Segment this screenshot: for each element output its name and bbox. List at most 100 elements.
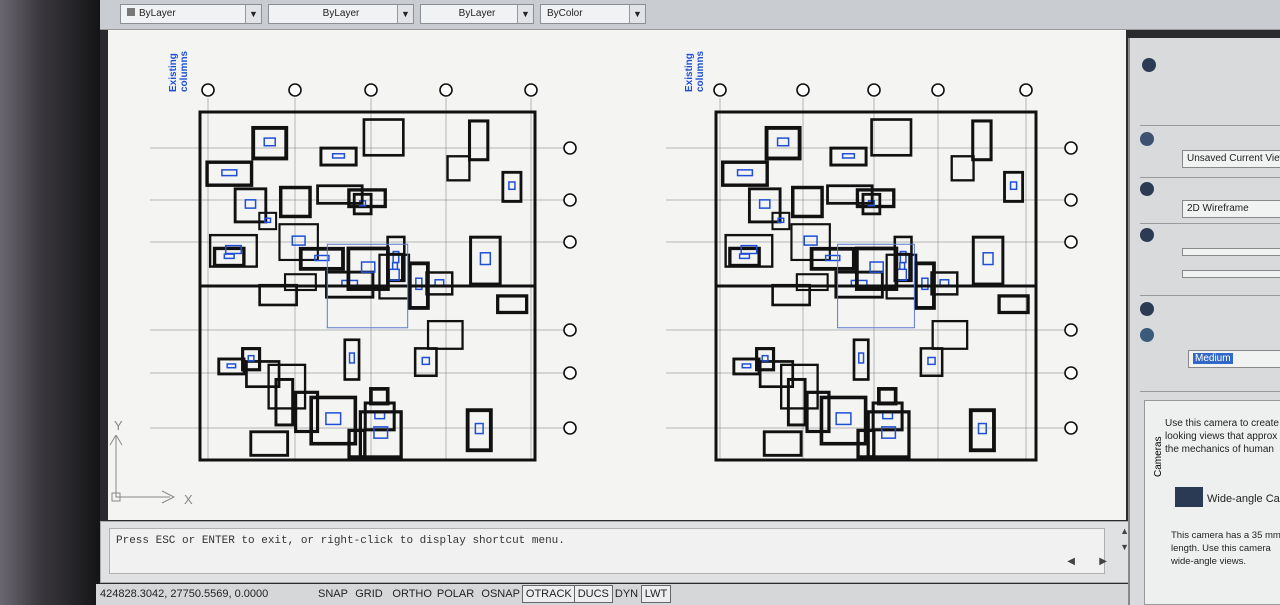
furniture bbox=[869, 261, 884, 273]
ucs-x-label: X bbox=[184, 492, 193, 507]
wall bbox=[267, 363, 307, 410]
existing-columns-label-left: Existing columns bbox=[168, 50, 190, 92]
wall bbox=[968, 408, 996, 453]
linetype-value: ByLayer bbox=[322, 8, 360, 19]
chevron-down-icon: ▼ bbox=[629, 5, 645, 23]
wall bbox=[826, 184, 874, 205]
wall bbox=[771, 283, 811, 307]
row-grid-bubble bbox=[563, 141, 577, 155]
status-toggle-ducs[interactable]: DUCS bbox=[573, 585, 613, 603]
named-view-dropdown[interactable]: Unsaved Current View bbox=[1182, 150, 1280, 168]
existing-columns-label-right: Existing columns bbox=[684, 50, 706, 92]
wall bbox=[496, 294, 529, 315]
wall bbox=[930, 271, 959, 296]
furniture bbox=[841, 152, 856, 159]
color-swatch-icon bbox=[127, 8, 135, 16]
wall bbox=[871, 401, 904, 432]
light-slider-1[interactable] bbox=[1182, 248, 1280, 256]
wall bbox=[728, 246, 761, 268]
furniture bbox=[777, 217, 785, 224]
chevron-down-icon: ▼ bbox=[245, 5, 261, 23]
wall bbox=[205, 160, 254, 187]
furniture bbox=[415, 277, 423, 291]
furniture bbox=[982, 252, 994, 266]
wall bbox=[931, 319, 969, 350]
status-toggle-otrack[interactable]: OTRACK bbox=[521, 585, 576, 603]
furniture bbox=[927, 356, 936, 366]
status-toggle-osnap[interactable]: OSNAP bbox=[481, 588, 520, 600]
lineweight-value: ByLayer bbox=[458, 8, 496, 19]
wall bbox=[251, 125, 289, 161]
furniture bbox=[921, 277, 929, 291]
drawing-canvas[interactable]: Existing columns Existing columns Y X bbox=[108, 30, 1126, 520]
wall bbox=[294, 390, 320, 434]
wall bbox=[764, 125, 802, 161]
wall bbox=[971, 235, 1005, 286]
status-toggle-lwt[interactable]: LWT bbox=[640, 585, 672, 603]
camera-description: Use this camera to create looking views … bbox=[1165, 418, 1279, 455]
color-dropdown[interactable]: ByLayer▼ bbox=[120, 4, 262, 24]
wall bbox=[866, 410, 911, 459]
furniture bbox=[224, 244, 242, 255]
wall bbox=[732, 357, 761, 376]
wall bbox=[278, 223, 319, 262]
status-toggle-polar[interactable]: POLAR bbox=[436, 588, 475, 600]
furniture bbox=[508, 181, 516, 191]
wall bbox=[446, 155, 471, 182]
plotstyle-dropdown[interactable]: ByColor▼ bbox=[540, 4, 646, 24]
furniture bbox=[803, 235, 818, 246]
3d-make-icon bbox=[1142, 58, 1156, 72]
wall bbox=[855, 188, 896, 209]
light-slider-2[interactable] bbox=[1182, 270, 1280, 278]
furniture bbox=[899, 261, 906, 270]
furniture bbox=[824, 254, 841, 262]
furniture bbox=[348, 352, 356, 364]
row-grid-bubble bbox=[1064, 366, 1078, 380]
wall bbox=[425, 271, 454, 296]
light-icon bbox=[1140, 228, 1154, 242]
wall bbox=[369, 387, 390, 406]
furniture bbox=[360, 261, 376, 273]
ucs-y-label: Y bbox=[114, 418, 123, 433]
wall bbox=[809, 246, 856, 271]
wide-angle-camera-tool[interactable]: Wide-angle Cam bbox=[1207, 493, 1280, 505]
wall bbox=[762, 430, 803, 457]
scroll-right-button[interactable]: ▶ bbox=[1099, 556, 1107, 567]
wall bbox=[997, 294, 1030, 315]
status-toggle-dyn[interactable]: DYN bbox=[614, 588, 639, 600]
status-toggle-grid[interactable]: GRID bbox=[355, 588, 383, 600]
lineweight-dropdown[interactable]: ByLayer▼ bbox=[420, 4, 534, 24]
row-grid-bubble bbox=[563, 235, 577, 249]
furniture bbox=[474, 422, 484, 435]
visual-style-dropdown[interactable]: 2D Wireframe bbox=[1182, 200, 1280, 218]
exterior-wall bbox=[714, 110, 1038, 462]
wall bbox=[426, 319, 464, 350]
status-toggle-ortho[interactable]: ORTHO bbox=[392, 588, 432, 600]
scroll-left-button[interactable]: ◀ bbox=[1067, 556, 1075, 567]
furniture bbox=[226, 363, 237, 369]
wall bbox=[274, 377, 295, 427]
column-grid-bubble bbox=[1019, 83, 1033, 97]
tab-cameras[interactable]: Cameras bbox=[1153, 436, 1164, 477]
scroll-down-button[interactable]: ▼ bbox=[1120, 542, 1129, 552]
render-preset-dropdown[interactable]: Medium bbox=[1188, 350, 1280, 368]
scroll-up-button[interactable]: ▲ bbox=[1120, 526, 1129, 536]
stair-core bbox=[326, 243, 409, 329]
row-grid-bubble bbox=[1064, 323, 1078, 337]
wall bbox=[283, 273, 317, 292]
wall bbox=[362, 118, 405, 157]
furniture bbox=[221, 169, 238, 177]
ucs-icon bbox=[109, 435, 176, 504]
furniture bbox=[434, 279, 445, 286]
column-grid-bubble bbox=[288, 83, 302, 97]
wall bbox=[469, 235, 502, 286]
wall bbox=[467, 119, 490, 162]
lights-section bbox=[1140, 224, 1280, 296]
status-toggle-snap[interactable]: SNAP bbox=[318, 588, 348, 600]
furniture bbox=[740, 244, 758, 255]
wall bbox=[363, 401, 396, 432]
linetype-dropdown[interactable]: ByLayer▼ bbox=[268, 4, 414, 24]
floor-plans-drawing bbox=[150, 83, 1078, 462]
visual-style-section: 2D Wireframe bbox=[1140, 178, 1280, 224]
wall bbox=[919, 347, 944, 378]
